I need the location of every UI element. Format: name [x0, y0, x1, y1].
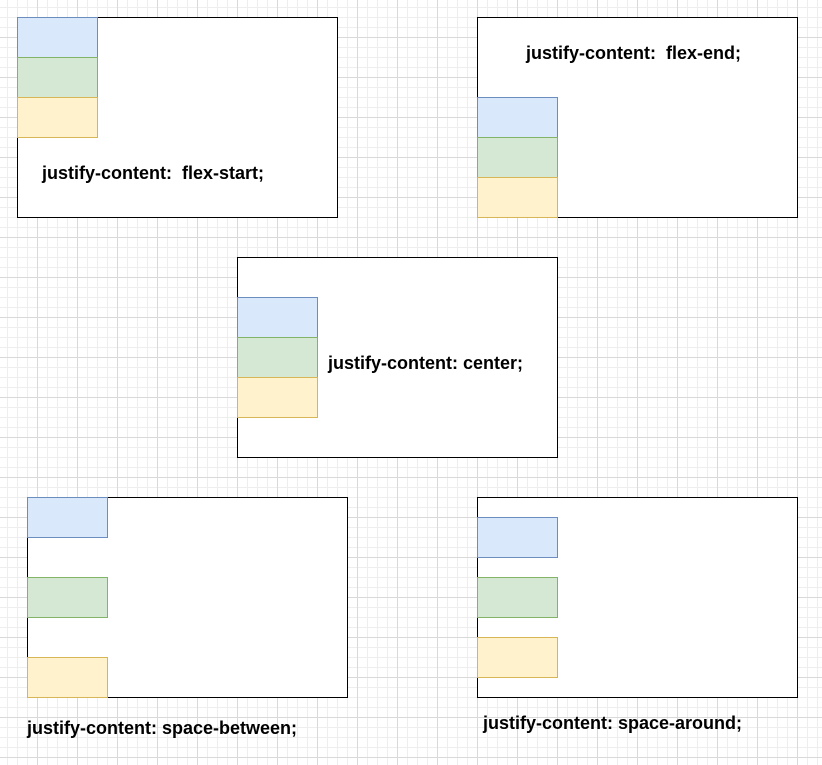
space-around-item-green [477, 577, 558, 618]
center-item-yellow [237, 377, 318, 418]
flex-end-label: justify-content: flex-end; [526, 43, 741, 63]
space-around-container [477, 497, 798, 698]
center-label: justify-content: center; [328, 353, 524, 373]
flex-end-container [477, 17, 798, 218]
flex-end-item-green [477, 137, 558, 178]
space-between-item-yellow [27, 657, 108, 698]
space-around-item-blue [477, 517, 558, 558]
space-between-container [27, 497, 348, 698]
flex-start-item-yellow [17, 97, 98, 138]
flex-start-item-green [17, 57, 98, 98]
center-item-green [237, 337, 318, 378]
flex-end-item-blue [477, 97, 558, 138]
flex-start-item-blue [17, 17, 98, 58]
center-container [237, 257, 558, 458]
space-around-item-yellow [477, 637, 558, 678]
space-between-item-blue [27, 497, 108, 538]
center-item-blue [237, 297, 318, 338]
flex-end-item-yellow [477, 177, 558, 218]
flex-start-container [17, 17, 338, 218]
space-between-item-green [27, 577, 108, 618]
flex-start-label: justify-content: flex-start; [42, 163, 265, 183]
space-around-label: justify-content: space-around; [483, 713, 743, 733]
space-between-label: justify-content: space-between; [27, 718, 298, 738]
